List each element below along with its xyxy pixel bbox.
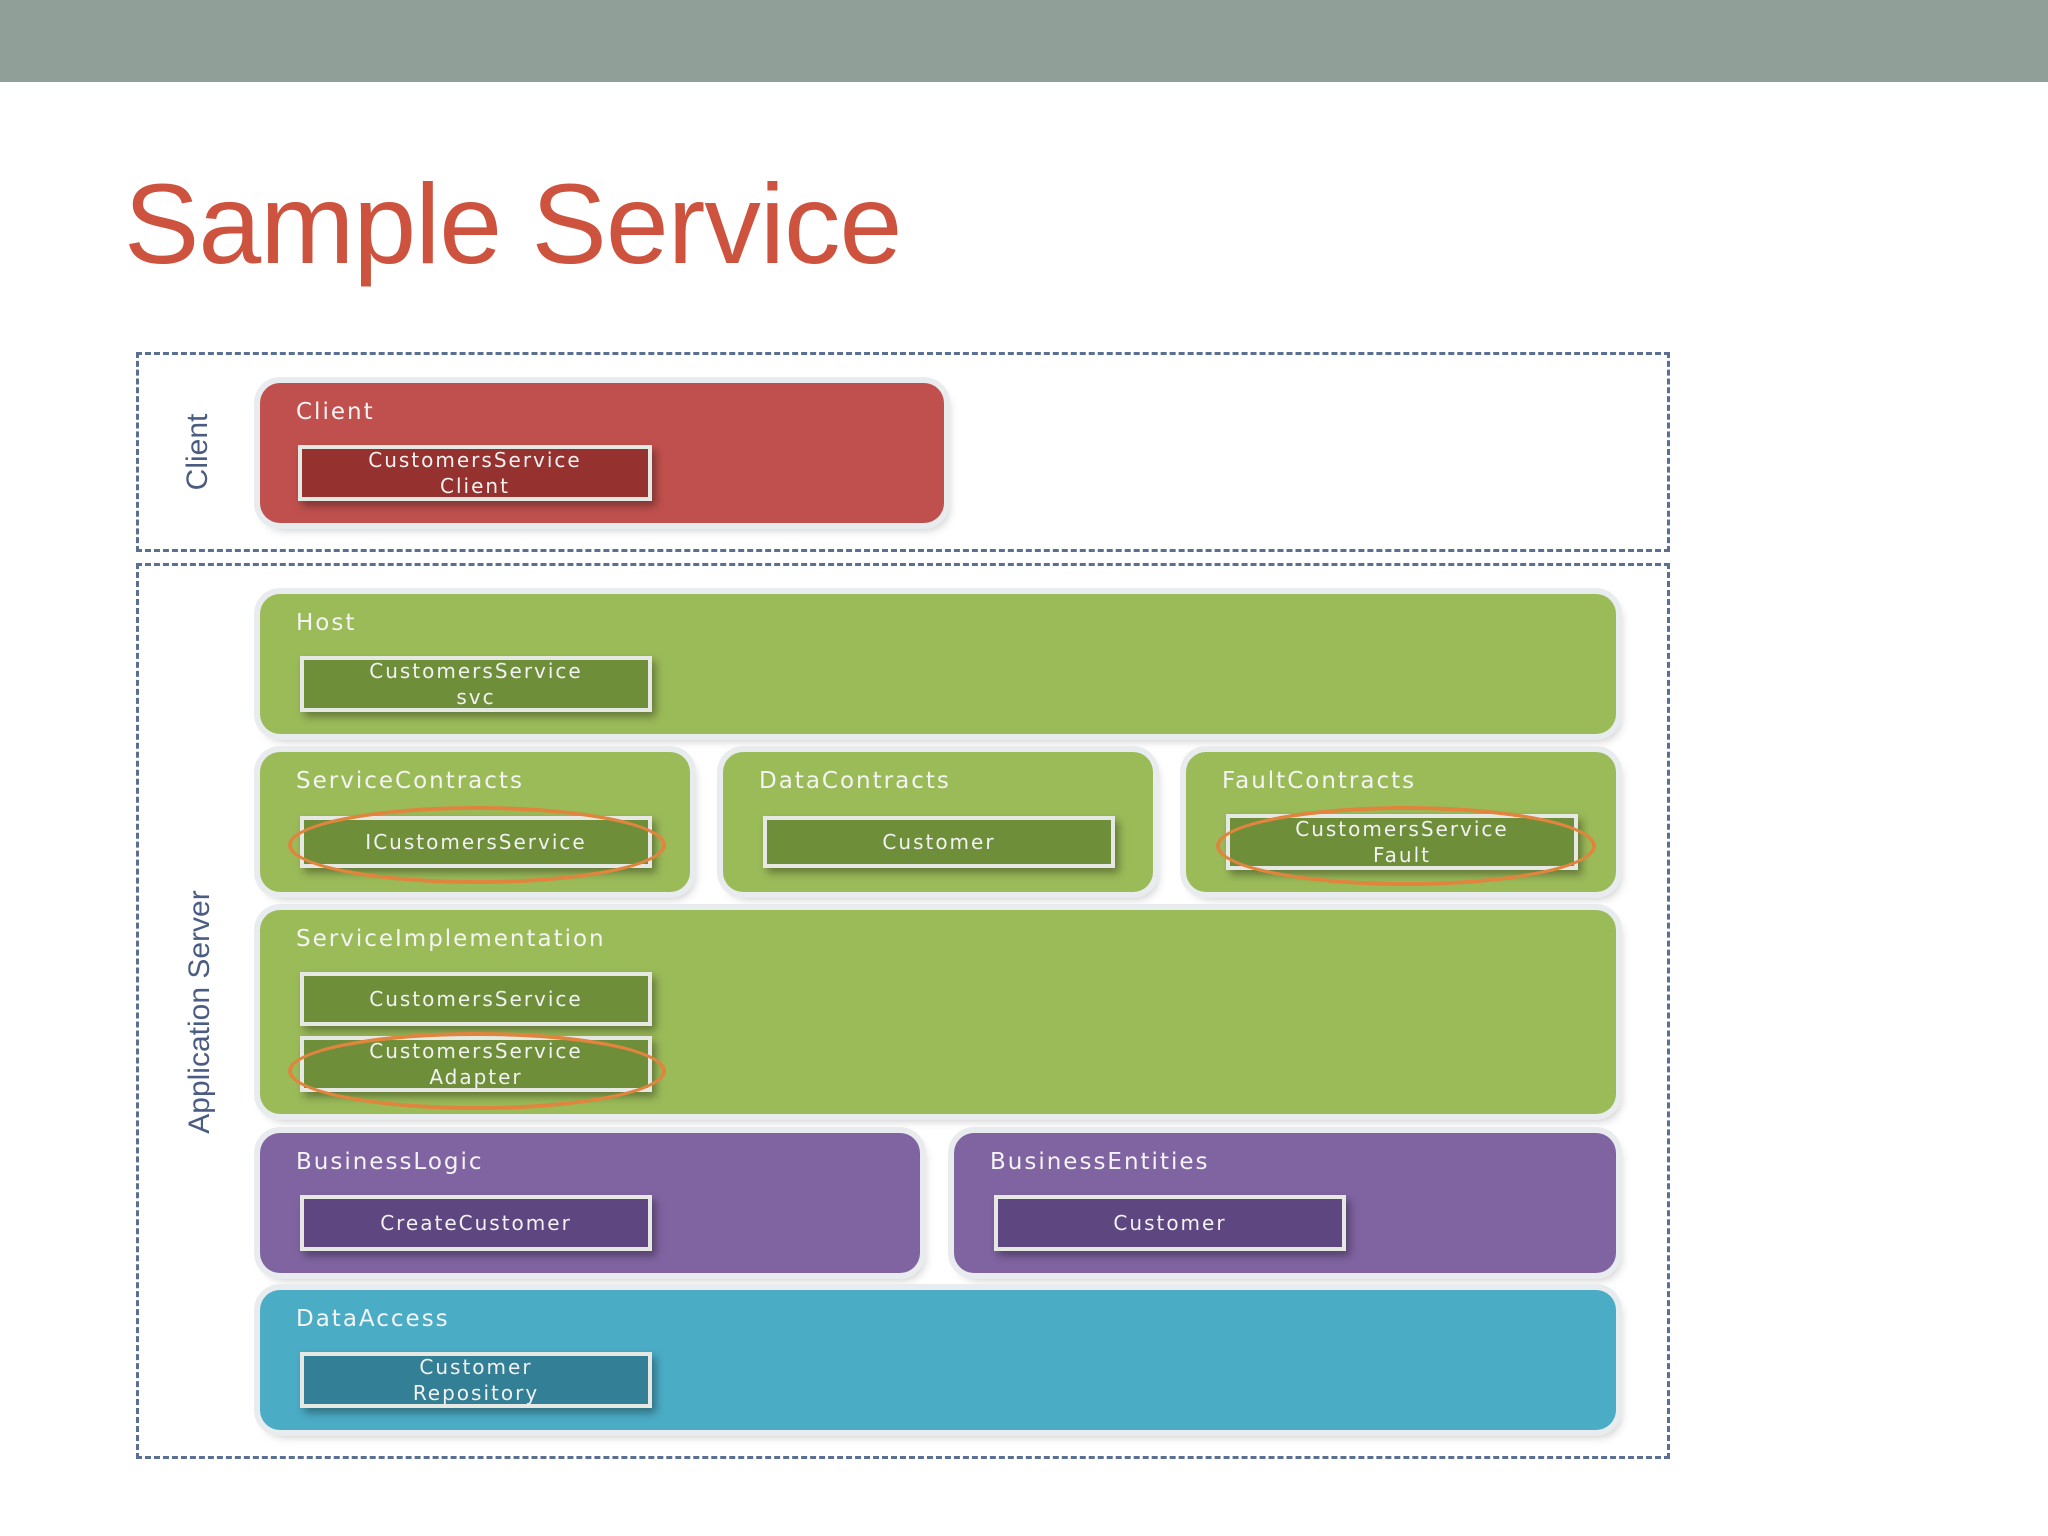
customers-service-client-component: CustomersService Client	[298, 445, 652, 501]
service-contracts-layer: ServiceContracts ICustomersService	[260, 752, 690, 892]
client-layer-title: Client	[296, 399, 375, 425]
fault-contracts-title: FaultContracts	[1222, 768, 1417, 794]
client-zone-label: Client	[181, 413, 214, 491]
service-implementation-layer: ServiceImplementation CustomersService C…	[260, 910, 1616, 1114]
host-layer: Host CustomersService svc	[260, 594, 1616, 734]
application-server-zone-label: Application Server	[183, 890, 216, 1134]
business-logic-title: BusinessLogic	[296, 1149, 484, 1175]
client-zone	[136, 352, 1670, 552]
customers-service-component: CustomersService	[300, 972, 652, 1026]
client-layer: Client CustomersService Client	[260, 383, 944, 523]
data-access-title: DataAccess	[296, 1306, 450, 1332]
data-access-layer: DataAccess Customer Repository	[260, 1290, 1616, 1430]
service-contracts-title: ServiceContracts	[296, 768, 524, 794]
host-layer-title: Host	[296, 610, 357, 636]
highlight-ring	[1216, 806, 1596, 886]
highlight-ring	[288, 1032, 666, 1110]
fault-contracts-layer: FaultContracts CustomersService Fault	[1186, 752, 1616, 892]
business-entity-customer-component: Customer	[994, 1195, 1346, 1251]
business-entities-title: BusinessEntities	[990, 1149, 1210, 1175]
customers-service-svc-component: CustomersService svc	[300, 656, 652, 712]
business-entities-layer: BusinessEntities Customer	[954, 1133, 1616, 1273]
service-implementation-title: ServiceImplementation	[296, 926, 606, 952]
data-contract-customer-component: Customer	[763, 816, 1115, 868]
data-contracts-layer: DataContracts Customer	[723, 752, 1153, 892]
data-contracts-title: DataContracts	[759, 768, 951, 794]
application-server-zone	[136, 563, 1670, 1459]
slide-title: Sample Service	[124, 161, 902, 287]
slide-top-bar	[0, 0, 2048, 82]
customer-repository-component: Customer Repository	[300, 1352, 652, 1408]
create-customer-component: CreateCustomer	[300, 1195, 652, 1251]
business-logic-layer: BusinessLogic CreateCustomer	[260, 1133, 920, 1273]
highlight-ring	[288, 806, 666, 884]
